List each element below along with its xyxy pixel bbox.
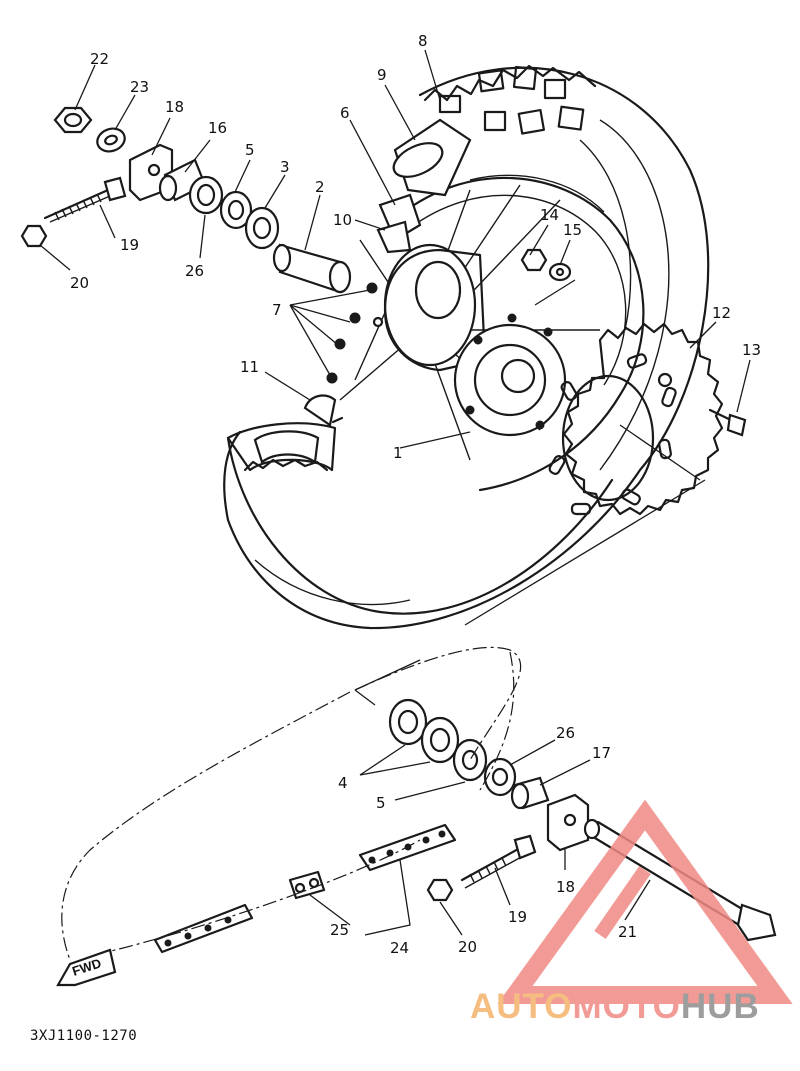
callout-19: 19 <box>120 236 139 254</box>
callout-16: 16 <box>208 119 227 137</box>
callout-9: 9 <box>377 66 387 84</box>
watermark-logo: AUTOMOTOHUB <box>470 799 793 1026</box>
callout-17: 17 <box>592 744 611 762</box>
watermark-moto: MOTO <box>573 987 681 1026</box>
callout-5: 5 <box>245 141 255 159</box>
callout-20: 20 <box>70 274 89 292</box>
callout-14: 14 <box>540 206 559 224</box>
hub-fasteners <box>520 248 747 437</box>
callout-5-lower: 5 <box>376 794 386 812</box>
callouts: 22 23 18 16 5 3 2 19 20 26 8 9 6 10 7 11… <box>70 32 761 957</box>
callout-10: 10 <box>333 211 352 229</box>
callout-23: 23 <box>130 78 149 96</box>
callout-13: 13 <box>742 341 761 359</box>
watermark-wordmark: AUTOMOTOHUB <box>470 987 760 1026</box>
callout-21: 21 <box>618 923 637 941</box>
axle-parts-lower <box>388 698 777 942</box>
callout-22: 22 <box>90 50 109 68</box>
hub <box>383 243 567 437</box>
rear-sprocket <box>548 322 724 516</box>
rim-band <box>303 394 344 427</box>
callout-15: 15 <box>563 221 582 239</box>
watermark-hub: HUB <box>681 987 760 1026</box>
callout-2: 2 <box>315 178 325 196</box>
axle-parts-upper <box>20 106 352 294</box>
fwd-arrow: FWD <box>56 948 117 987</box>
callout-6: 6 <box>340 104 350 122</box>
chain-guard <box>376 118 472 254</box>
callout-24: 24 <box>390 939 409 957</box>
spoke-nipples <box>326 282 384 384</box>
watermark-triangle <box>497 799 793 1004</box>
callout-18: 18 <box>165 98 184 116</box>
callout-11: 11 <box>240 358 259 376</box>
tire <box>223 64 710 630</box>
callout-7: 7 <box>272 301 282 319</box>
callout-19-lower: 19 <box>508 908 527 926</box>
callout-20-lower: 20 <box>458 938 477 956</box>
callout-25: 25 <box>330 921 349 939</box>
callout-3: 3 <box>280 158 290 176</box>
callout-1: 1 <box>393 444 403 462</box>
callout-26: 26 <box>185 262 204 280</box>
callout-18-lower: 18 <box>556 878 575 896</box>
watermark-auto: AUTO <box>470 987 573 1026</box>
catalog-code: 3XJ1100-1270 <box>30 1028 137 1044</box>
callout-8: 8 <box>418 32 428 50</box>
drive-chain <box>61 646 522 961</box>
leader-lines <box>39 49 751 936</box>
callout-4: 4 <box>338 774 348 792</box>
callout-12: 12 <box>712 304 731 322</box>
callout-26-lower: 26 <box>556 724 575 742</box>
